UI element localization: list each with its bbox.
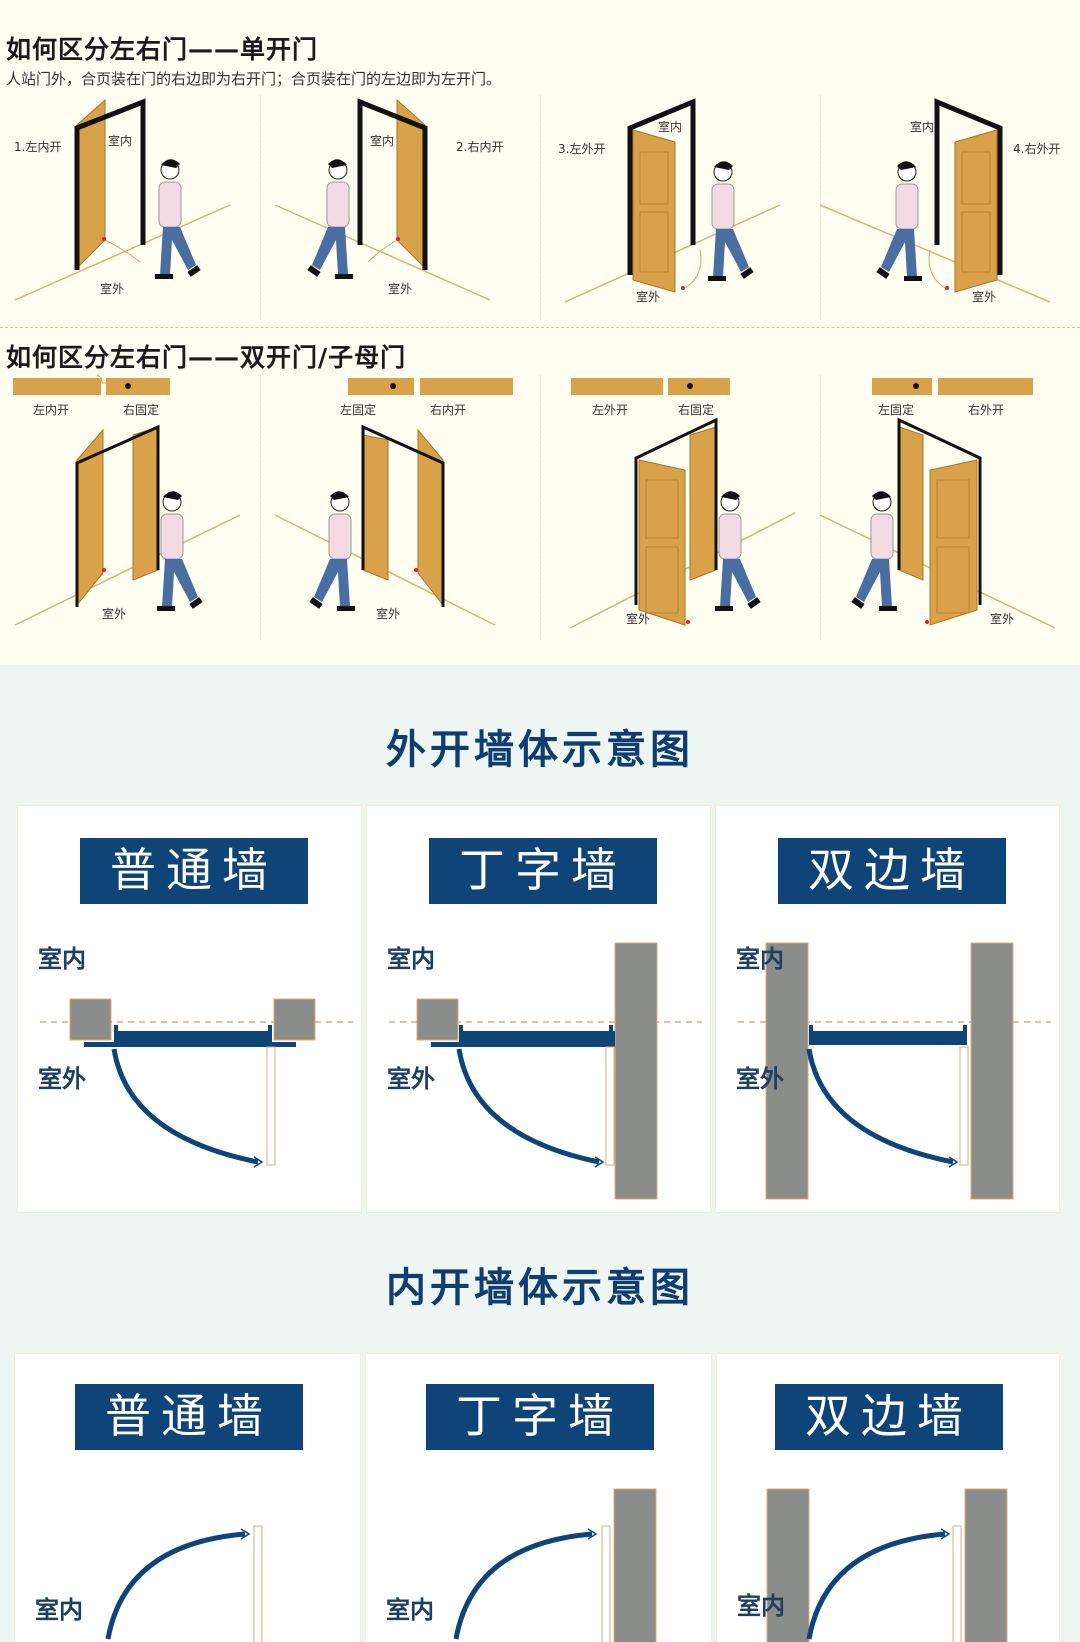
inside-label: 室内 [386,1596,434,1624]
outward-door-plan-icon [738,942,1051,1200]
single-door-title: 如何区分左右门——单开门 [6,35,319,64]
left-leaf-label: 左固定 [878,403,915,417]
person-icon [309,491,355,611]
outside-label: 室外 [387,1065,435,1093]
panel-left-outward: 3.左外开 室内 室外 [540,90,820,320]
panel-right-outward-double: 左固定 右外开 室外 [819,375,1080,640]
person-icon [876,161,922,281]
person-icon [715,491,761,611]
person-icon [157,491,203,611]
outside-label: 室外 [376,607,401,621]
outward-card-ordinary: 普通墙 室内 室外 [17,805,362,1213]
outside-label: 室外 [626,612,651,626]
outside-label: 室外 [972,290,997,304]
door-illustration-icon [14,98,231,301]
inward-door-plan-icon [105,1525,263,1642]
door-type-label: 4.右外开 [1013,142,1061,156]
inward-card-t-wall: 丁字墙 室内 [365,1353,712,1642]
person-icon [851,491,897,611]
outside-label: 室外 [102,607,127,621]
outside-label: 室外 [636,290,661,304]
double-door-title: 如何区分左右门——双开门/子母门 [6,343,407,372]
right-leaf-label: 右固定 [123,403,160,417]
person-icon [708,161,754,281]
left-leaf-label: 左外开 [592,403,629,417]
inward-section-title: 内开墙体示意图 [386,1265,694,1311]
door-illustration-icon [819,98,1051,303]
wall-type-badge: 丁字墙 [429,838,657,904]
person-icon [307,159,353,279]
panel-right-inward-double: 左固定 右内开 室外 [260,375,540,640]
person-icon [155,159,201,279]
inward-door-plan-icon [453,1488,657,1642]
divider [260,375,261,640]
panel-left-inward: 1.左内开 室内 室外 [0,90,260,320]
outside-label: 室外 [100,282,125,296]
divider [540,95,541,320]
door-type-label: 1.左内开 [14,140,62,154]
double-door-illustration-icon [569,378,796,629]
inward-card-double-wall: 双边墙 室内 [716,1353,1060,1642]
door-direction-guide: 如何区分左右门——单开门 人站门外，合页装在门的右边即为右开门；合页装在门的左边… [0,0,1080,665]
single-door-subtitle: 人站门外，合页装在门的右边即为右开门；合页装在门的左边即为左开门。 [6,70,502,88]
outward-door-plan-icon [389,942,702,1200]
left-leaf-label: 左固定 [340,403,377,417]
panel-left-outward-double: 左外开 右固定 室外 [540,375,820,640]
wall-type-badge: 普通墙 [80,838,308,904]
double-door-illustration-icon [274,378,513,626]
section-divider [0,327,1080,328]
panel-left-inward-double: 左内开 右固定 室外 [0,374,260,640]
outside-label: 室外 [736,1065,784,1093]
divider [820,95,821,320]
inside-label: 室内 [38,945,86,973]
outward-card-double-wall: 双边墙 室内 室外 [715,805,1060,1213]
outside-label: 室外 [388,282,413,296]
inside-label: 室内 [387,945,435,973]
divider [820,375,821,640]
door-type-label: 3.左外开 [558,142,606,156]
outward-card-t-wall: 丁字墙 室内 室外 [366,805,711,1213]
right-leaf-label: 右内开 [430,403,467,417]
inside-label: 室内 [736,945,784,973]
inward-door-plan-icon [766,1488,1008,1642]
wall-type-badge: 普通墙 [75,1384,303,1450]
inside-label: 室内 [35,1596,83,1624]
outside-label: 室外 [990,612,1015,626]
panel-right-inward: 室内 2.右内开 室外 [260,90,540,320]
panel-right-outward: 室内 4.右外开 室外 [819,90,1080,320]
door-illustration-icon [564,98,781,303]
inside-label: 室内 [658,120,683,134]
inside-label: 室内 [108,134,133,148]
door-illustration-icon [274,98,491,301]
outward-door-plan-icon [40,998,353,1168]
outward-section-title: 外开墙体示意图 [386,727,694,773]
inward-card-ordinary: 普通墙 室内 [14,1353,361,1642]
outside-label: 室外 [38,1065,86,1093]
right-leaf-label: 右外开 [968,403,1005,417]
wall-type-badge: 丁字墙 [426,1384,654,1450]
double-door-illustration-icon [13,374,241,626]
divider [540,375,541,640]
door-type-label: 2.右内开 [456,140,504,154]
wall-type-badge: 双边墙 [778,838,1006,904]
inside-label: 室内 [370,134,395,148]
divider [260,95,261,320]
wall-type-badge: 双边墙 [775,1384,1003,1450]
wall-diagrams: 外开墙体示意图 普通墙 室内 室外 丁字墙 室内 室外 [0,665,1080,1642]
inside-label: 室内 [910,120,935,134]
left-leaf-label: 左内开 [33,403,70,417]
inside-label: 室内 [737,1592,785,1620]
right-leaf-label: 右固定 [678,403,715,417]
double-door-illustration-icon [819,378,1056,629]
